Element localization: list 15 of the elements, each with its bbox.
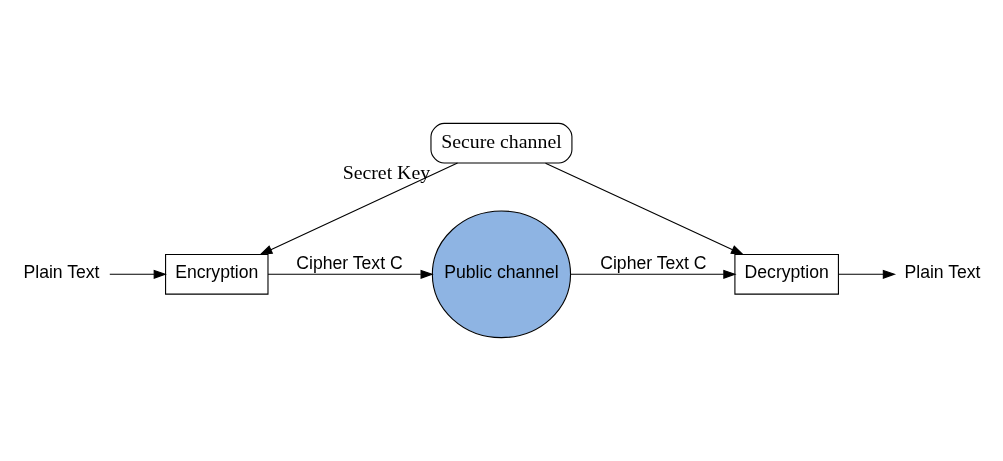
edge-label: Cipher Text C [295,252,403,273]
node-box: Decryption [733,253,839,295]
node-box: Encryption [164,253,269,295]
edge-label: Cipher Text C [599,252,707,273]
arrow [569,269,737,279]
node-label: Secret Key [342,160,430,183]
node-box: Secure channel [429,122,572,164]
node-text: Plain Text [22,262,100,283]
arrow [544,162,744,256]
arrow [258,162,458,256]
arrow [837,269,896,279]
arrow [267,269,434,279]
node-circle: Public channel [431,210,571,339]
node-text: Plain Text [903,262,981,283]
arrow [108,269,167,279]
